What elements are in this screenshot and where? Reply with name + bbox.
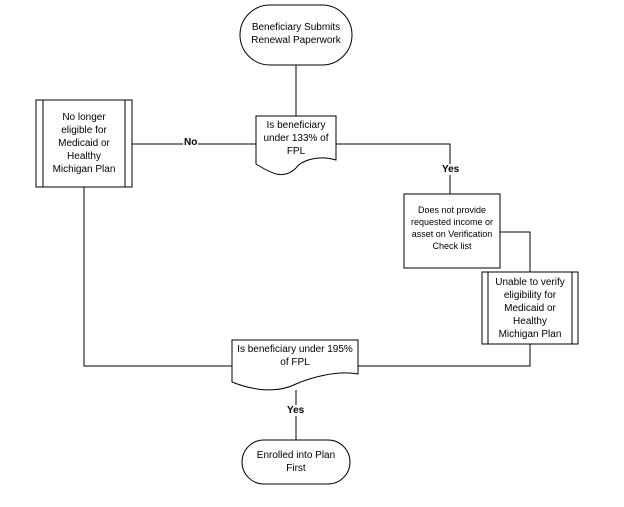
start-label: Beneficiary Submits Renewal Paperwork <box>251 22 341 46</box>
no-longer-eligible-label: No longer eligible for Medicaid or Healt… <box>52 111 116 175</box>
unable-verify-box <box>481 271 579 345</box>
no-longer-eligible-box <box>35 99 133 188</box>
edge-label-yes-195: Yes <box>286 405 306 416</box>
end-label: Enrolled into Plan First <box>256 450 336 474</box>
missing-docs-box <box>403 193 501 269</box>
decision-133-document-shape <box>255 115 337 176</box>
start-terminator <box>239 4 353 66</box>
decision-195-label: Is beneficiary under 195% of FPL <box>237 344 353 368</box>
edge-label-no: No <box>183 137 199 148</box>
connector-ineligible-to-decision195 <box>83 187 232 367</box>
connector-unable-verify-to-decision195 <box>358 344 531 367</box>
decision-133-label: Is beneficiary under 133% of FPL <box>263 119 329 157</box>
end-terminator <box>241 439 351 485</box>
edge-label-yes-133: Yes <box>441 164 461 175</box>
unable-verify-label: Unable to verify eligibility for Medicai… <box>495 276 565 340</box>
connector-missing-docs-to-unable-verify <box>500 231 531 272</box>
decision-195-document-shape <box>231 339 359 391</box>
connector-decision133-to-missing-docs <box>336 143 451 194</box>
missing-docs-label: Does not provide requested income or ass… <box>410 205 494 251</box>
